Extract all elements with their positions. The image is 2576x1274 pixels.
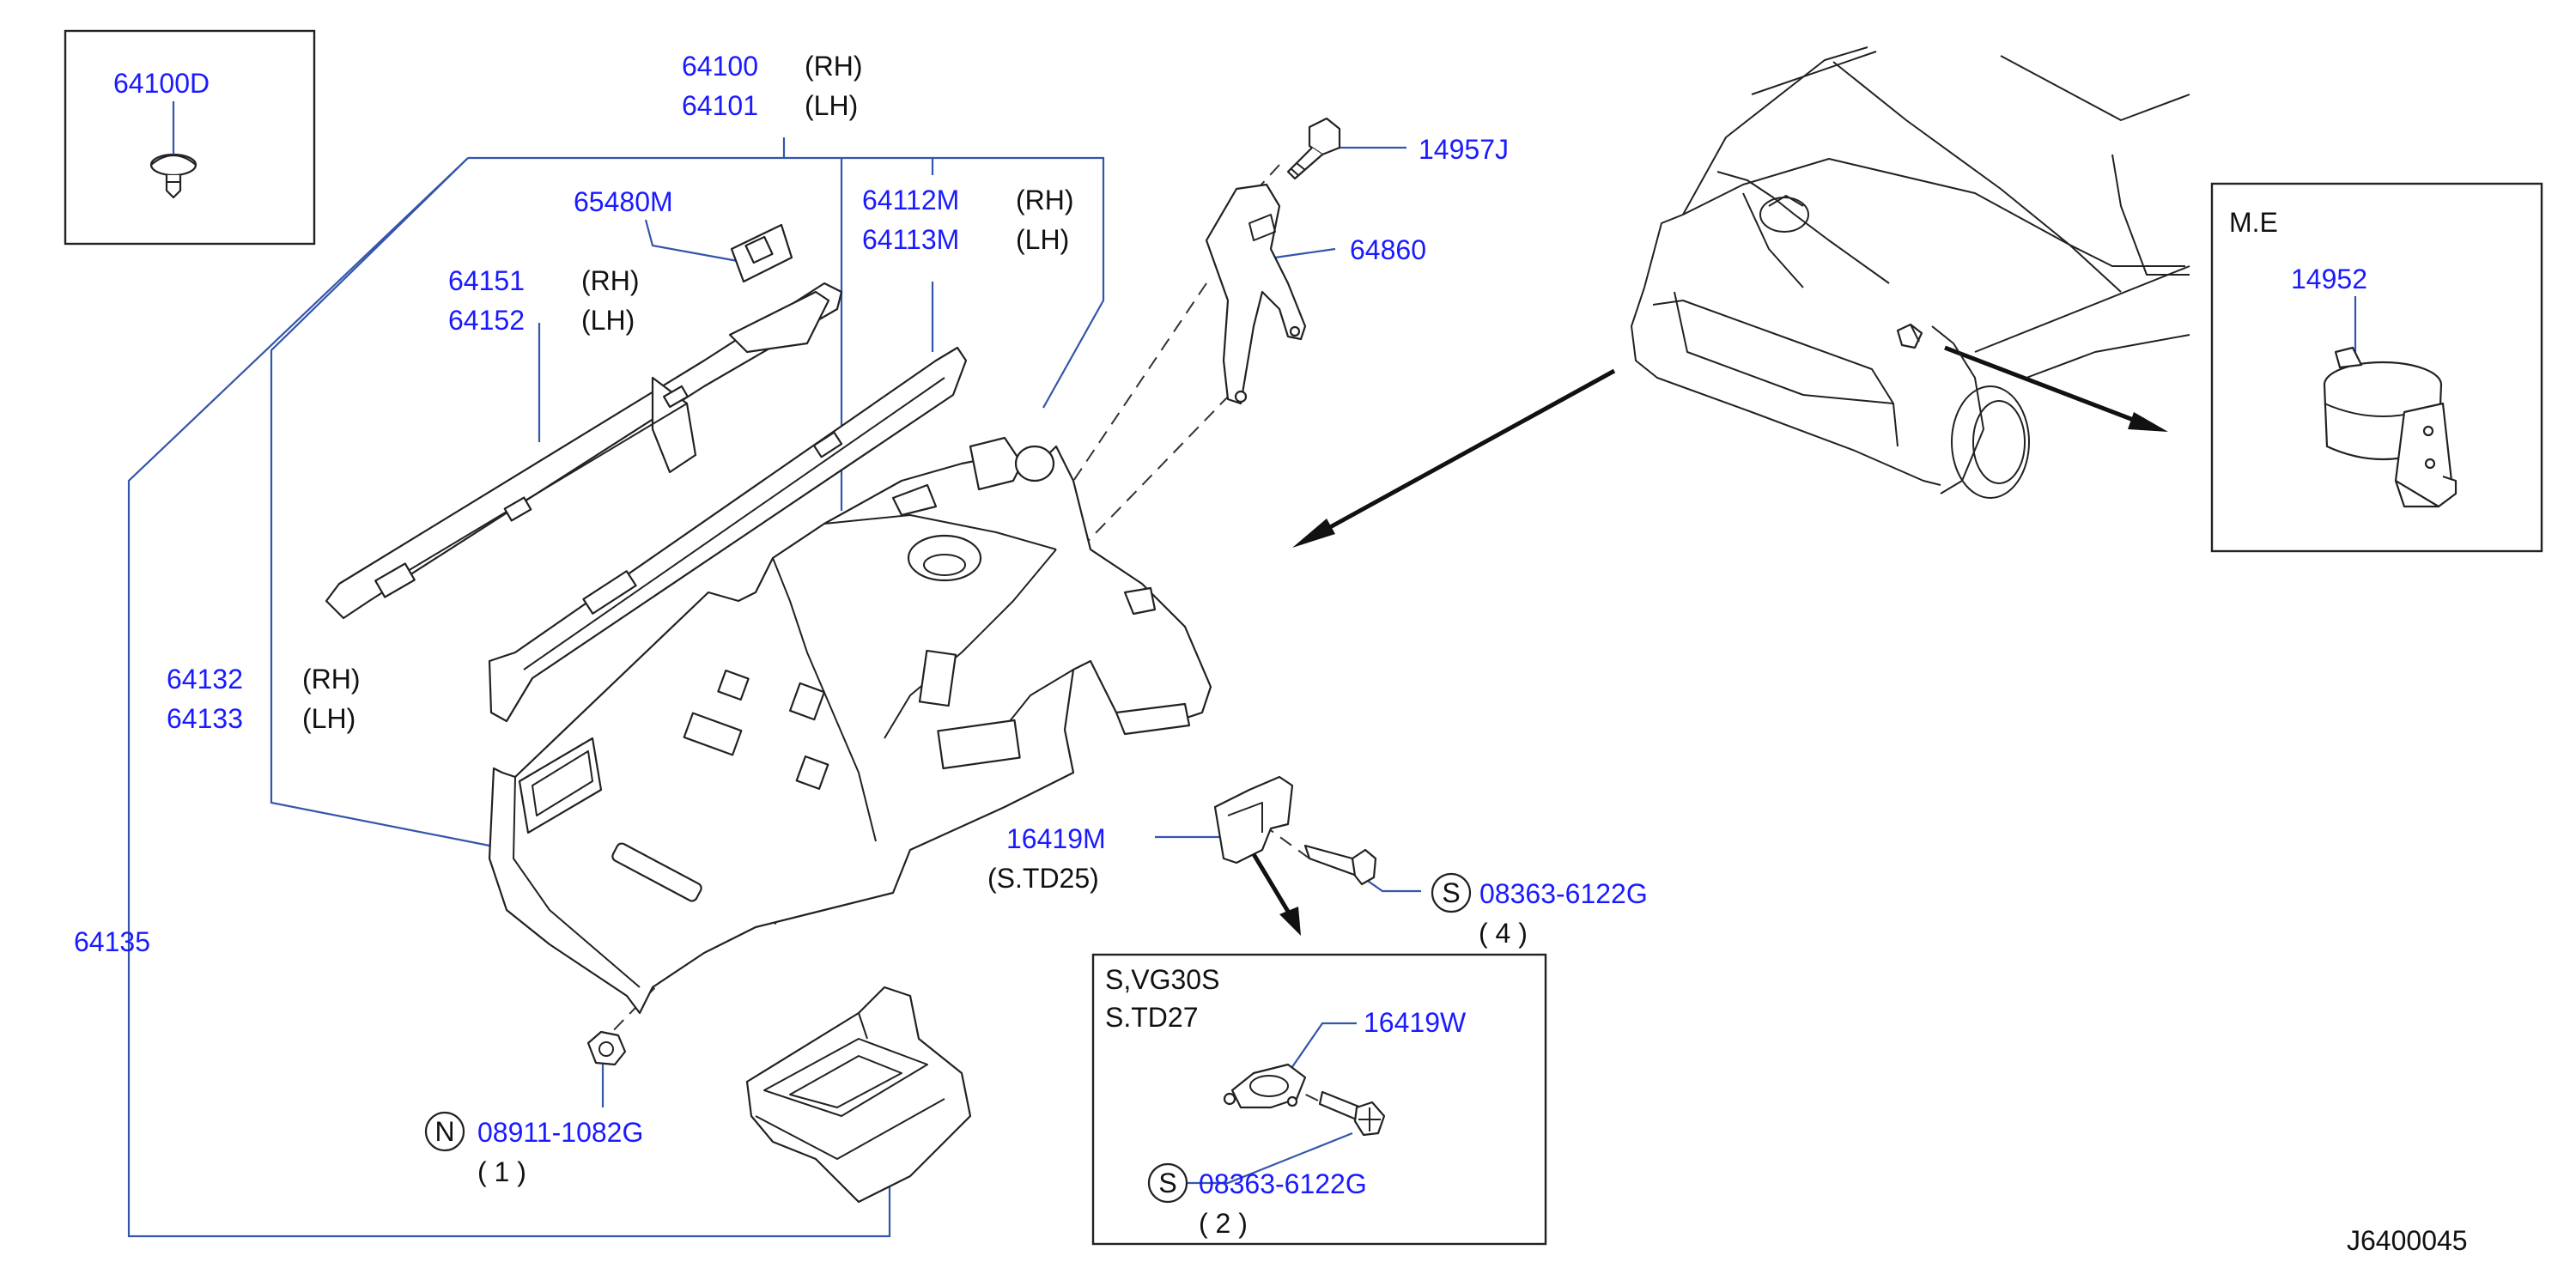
label-64112M-side: (RH) (1016, 185, 1074, 215)
bolt-08363-outer (1303, 844, 1377, 886)
label-64100: 64100 (682, 51, 758, 82)
upper-rail-part (325, 282, 843, 620)
n-symbol-circle (424, 1111, 465, 1152)
label-08911: 08911-1082G (477, 1117, 643, 1148)
label-08911-qty: ( 1 ) (477, 1156, 526, 1187)
label-64100-side: (RH) (805, 51, 863, 82)
vg30s-inset-group (1091, 953, 1547, 1246)
bolt-14957J (1286, 117, 1341, 180)
label-inset-vg30s: S,VG30S (1105, 964, 1219, 995)
label-64101-side: (LH) (805, 90, 858, 121)
vg30s-inset-box (1091, 953, 1547, 1246)
label-64132: 64132 (167, 664, 243, 695)
label-08363-inset-qty: ( 2 ) (1199, 1208, 1248, 1239)
label-64113M: 64113M (862, 224, 959, 255)
label-64132-side: (RH) (302, 664, 361, 695)
label-16419W: 16419W (1364, 1007, 1467, 1038)
small-bracket-65480M (730, 223, 793, 283)
label-08363-inset: 08363-6122G (1199, 1168, 1367, 1199)
label-inset-td27: S.TD27 (1105, 1002, 1198, 1033)
label-64113M-side: (LH) (1016, 224, 1069, 255)
bracket-64860 (1205, 183, 1307, 405)
label-08363-outer-qty: ( 4 ) (1479, 918, 1528, 949)
label-me: M.E (2229, 207, 2278, 238)
symbol-circles (424, 872, 1472, 1204)
diagram-id: J6400045 (2347, 1225, 2468, 1256)
label-64152: 64152 (448, 305, 525, 336)
clip-64100D-group (64, 29, 316, 246)
clip-icon (149, 153, 197, 199)
label-64133: 64133 (167, 703, 243, 734)
me-inset-group (2210, 182, 2543, 553)
label-64101: 64101 (682, 90, 758, 121)
label-64133-side: (LH) (302, 703, 355, 734)
bolt-08363-inset (1318, 1090, 1386, 1137)
lower-box-part (745, 986, 972, 1204)
label-16419M: 16419M (1006, 823, 1106, 854)
me-inset-box (2210, 182, 2543, 553)
clip-box (64, 29, 316, 246)
symbol-s-outer: S (1442, 877, 1460, 908)
label-14957J: 14957J (1419, 134, 1509, 165)
label-64860: 64860 (1350, 234, 1426, 265)
s-symbol-circle-outer (1431, 872, 1472, 913)
symbol-s-inset: S (1158, 1168, 1176, 1198)
arrows (1251, 345, 2168, 936)
car-illustration (1631, 46, 2190, 499)
symbol-n: N (434, 1116, 454, 1147)
label-14952: 14952 (2291, 264, 2367, 294)
bracket-16419M (1213, 775, 1294, 864)
label-64152-side: (LH) (581, 305, 635, 336)
label-64100D: 64100D (113, 68, 210, 99)
label-64151: 64151 (448, 265, 525, 296)
labels: 64100D 64100 (RH) 64101 (LH) 65480M 6411… (74, 51, 2468, 1256)
label-65480M: 65480M (574, 186, 673, 217)
label-64112M: 64112M (862, 185, 959, 215)
label-08363-outer: 08363-6122G (1479, 878, 1648, 909)
label-64135: 64135 (74, 926, 150, 957)
clamp-16419W (1223, 1063, 1307, 1109)
leader-lines (127, 137, 2357, 1238)
second-rail-part (488, 346, 968, 723)
apron-panel-part (488, 436, 1212, 1015)
s-symbol-circle-inset (1147, 1162, 1188, 1204)
label-64151-side: (RH) (581, 265, 640, 296)
label-16419M-note: (S.TD25) (987, 863, 1099, 894)
strap-clamp-14952 (2323, 346, 2458, 508)
nut-08911 (586, 1030, 627, 1066)
